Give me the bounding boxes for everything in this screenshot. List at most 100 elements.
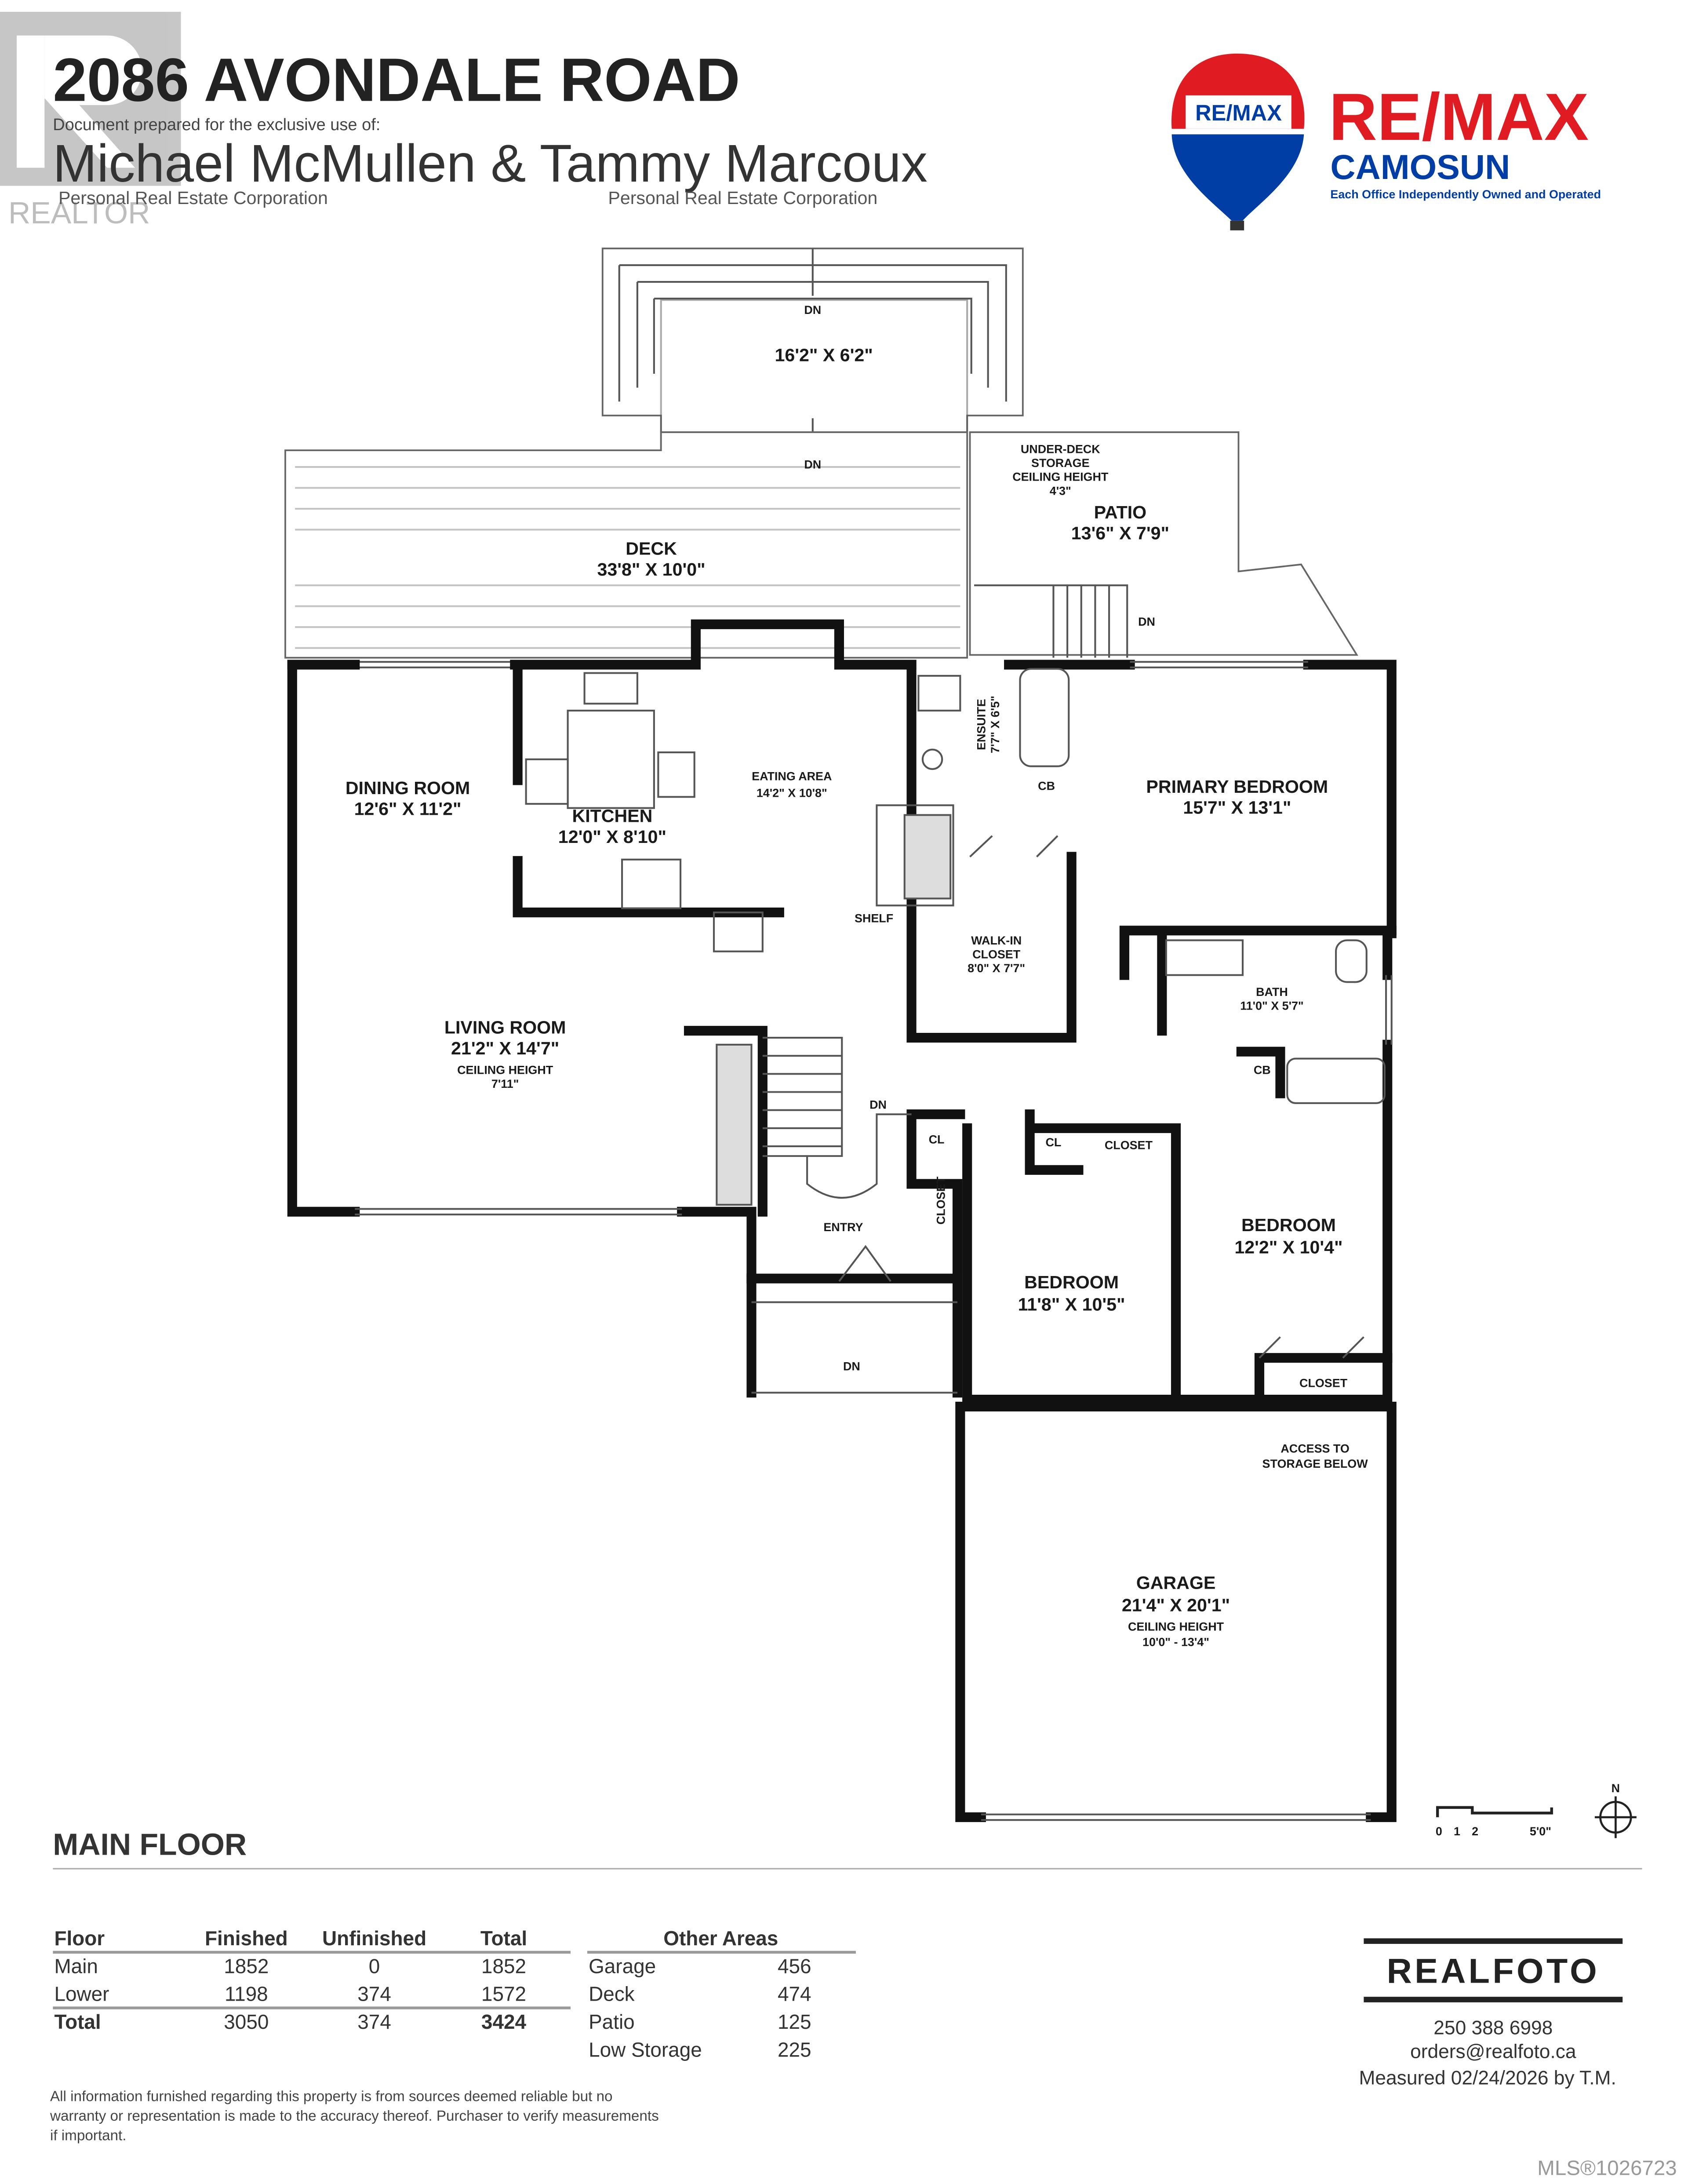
garage-height: 10'0" - 13'4" [1142,1635,1209,1648]
disclaimer-line: warranty or representation is made to th… [50,2108,659,2124]
disclaimer-line: All information furnished regarding this… [50,2089,613,2105]
table-cell: 1198 [225,1983,268,2005]
walkin-label: WALK-IN [971,934,1022,947]
upper-deck-dn: DN [804,303,821,317]
kitchen-name: KITCHEN [572,806,652,826]
walls [287,619,1397,1822]
table-cell: Lower [54,1983,109,2005]
under-deck-label: 4'3" [1050,484,1071,497]
living-size: 21'2" X 14'7" [451,1038,559,1058]
closet-label: CLOSET [1105,1138,1153,1152]
deck [284,431,968,659]
mls-number: MLS®1026723 [1537,2156,1677,2180]
areas-table: Floor Finished Unfinished Total Main 185… [53,1927,571,2033]
entry-label: ENTRY [823,1221,863,1234]
table-cell: Patio [589,2010,635,2033]
table-cell: 225 [778,2038,811,2061]
table-cell: 0 [369,1954,380,1977]
table-header: Unfinished [322,1927,426,1950]
table-cell: 1572 [481,1983,526,2005]
balloon-text: RE/MAX [1195,100,1282,125]
eating-size: 14'2" X 10'8" [757,786,827,799]
table-total: 3050 [224,2010,269,2033]
dining-size: 12'6" X 11'2" [354,799,462,819]
table-header: Finished [205,1927,288,1950]
scale-bar: 0 1 2 5'0" [1436,1806,1553,1838]
floor-plan [284,248,1397,1822]
disclaimer: All information furnished regarding this… [50,2089,659,2144]
realfoto-phone[interactable]: 250 388 6998 [1433,2017,1553,2039]
office-name: CAMOSUN [1330,147,1510,186]
fixtures [525,668,1386,1359]
realfoto-email[interactable]: orders@realfoto.ca [1410,2041,1576,2062]
garage-size: 21'4" X 20'1" [1122,1595,1230,1615]
deck-size: 33'8" X 10'0" [597,559,705,580]
bedroom2-name: BEDROOM [1241,1215,1336,1235]
realtor-watermark: REALTOR [8,196,150,230]
shelf-label: SHELF [855,912,893,925]
bedroom2-size: 12'2" X 10'4" [1234,1237,1342,1258]
table-total: 374 [357,2010,391,2033]
deck-dn: DN [804,458,821,471]
table-total: 3424 [481,2010,527,2033]
table-cell: 1852 [224,1954,269,1977]
table-cell: 1852 [481,1954,526,1977]
patio [969,431,1358,656]
scale-tick: 1 [1454,1825,1460,1838]
ensuite-size: 7'7" X 6'5" [989,696,1002,753]
walkin-label: CLOSET [972,948,1021,961]
table-cell: 456 [778,1954,811,1977]
table-cell: Low Storage [589,2038,702,2061]
walkin-label: 8'0" X 7'7" [968,962,1025,975]
remax-wordmark: RE/MAX [1329,80,1589,154]
floor-title: MAIN FLOOR [53,1827,247,1861]
ensuite-name: ENSUITE [975,699,988,750]
closet-label: CLOSET [1299,1377,1348,1390]
cl-label: CL [929,1133,945,1146]
eating-name: EATING AREA [752,769,832,783]
bedroom3-size: 11'8" X 10'5" [1018,1294,1125,1315]
upper-deck-size: 16'2" X 6'2" [775,345,873,365]
patio-size: 13'6" X 7'9" [1071,523,1169,543]
realfoto-logo: REALFOTO [1364,1938,1623,2002]
stairs-dn: DN [869,1098,887,1111]
table-cell: 125 [778,2010,811,2033]
page-title: 2086 AVONDALE ROAD [53,46,740,114]
scale-tick: 5'0" [1530,1825,1551,1838]
table-cell: Garage [589,1954,656,1977]
other-areas-header: Other Areas [663,1927,778,1950]
office-tagline: Each Office Independently Owned and Oper… [1330,188,1601,201]
agent2-title: Personal Real Estate Corporation [608,188,877,208]
kitchen-size: 12'0" X 8'10" [558,827,666,847]
patio-dn: DN [1138,615,1155,628]
north-arrow-icon: N [1594,1782,1637,1838]
patio-name: PATIO [1094,502,1147,522]
primary-size: 15'7" X 13'1" [1183,797,1291,817]
table-total: Total [54,2010,101,2033]
agent1-title: Personal Real Estate Corporation [58,188,328,208]
realtor-logo: REALTOR [0,11,181,230]
entry-dn: DN [843,1360,860,1373]
north-label: N [1612,1782,1620,1795]
measured-date: Measured 02/24/2026 by T.M. [1359,2067,1616,2089]
primary-name: PRIMARY BEDROOM [1146,777,1328,797]
bedroom3-name: BEDROOM [1024,1272,1119,1292]
table-header: Total [480,1927,527,1950]
bath-size: 11'0" X 5'7" [1240,999,1303,1013]
bath-name: BATH [1256,985,1288,999]
cb-label: CB [1038,780,1055,793]
other-areas-table: Other Areas Garage 456 Deck 474 Patio 12… [587,1927,856,2061]
dining-name: DINING ROOM [346,778,470,798]
scale-tick: 0 [1436,1825,1442,1838]
agent-names: Michael McMullen & Tammy Marcoux [53,134,928,193]
scale-tick: 2 [1472,1825,1478,1838]
living-height: 7'11" [491,1077,519,1090]
access-label: STORAGE BELOW [1262,1457,1368,1470]
garage-name: GARAGE [1136,1573,1216,1593]
table-cell: Deck [589,1983,635,2005]
prepared-for-label: Document prepared for the exclusive use … [53,116,380,134]
table-cell: 474 [778,1983,811,2005]
remax-logo: RE/MAX RE/MAX CAMOSUN Each Office Indepe… [1171,53,1601,230]
table-cell: 374 [357,1983,391,2005]
